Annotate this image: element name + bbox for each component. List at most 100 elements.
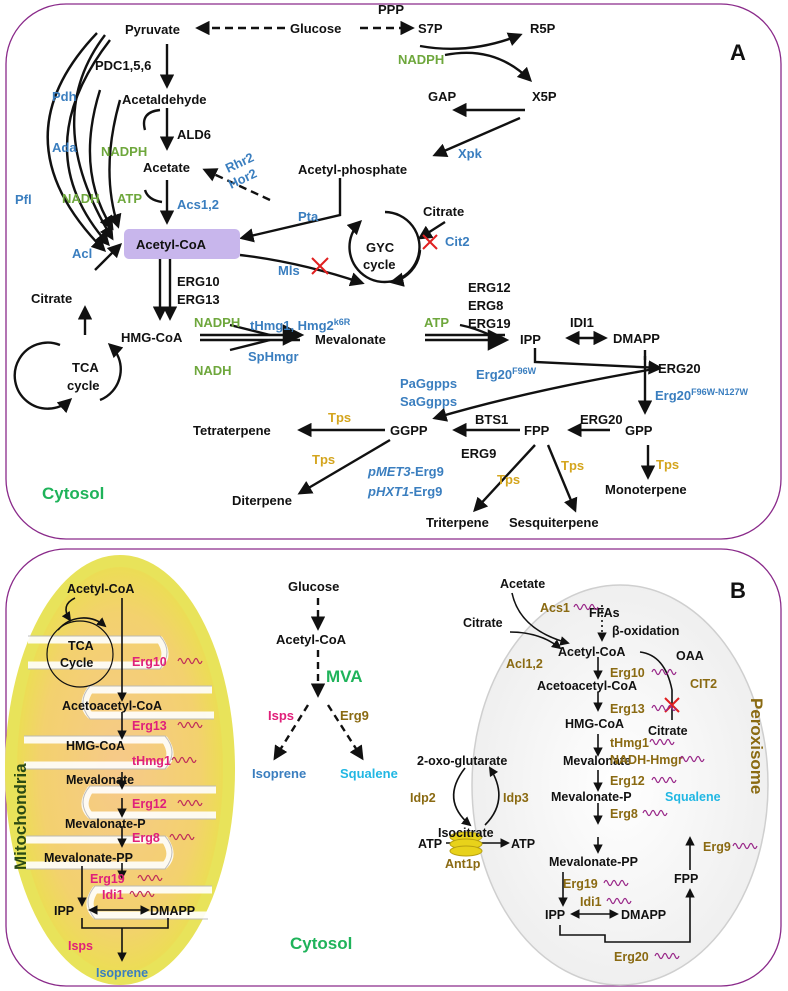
panel-a-metabolites: Pyruvate Glucose PPP S7P R5P GAP X5P Ace…: [31, 2, 687, 530]
mito-erg13: Erg13: [132, 719, 167, 733]
mito-mevalonate-pp: Mevalonate-PP: [44, 851, 133, 865]
node-hmg-coa: HMG-CoA: [121, 330, 183, 345]
perox-squalene: Squalene: [665, 790, 721, 804]
perox-thmg1: tHmg1: [610, 736, 649, 750]
mitochondrion: [5, 555, 235, 985]
enzyme-sphmgr: SpHmgr: [248, 349, 299, 364]
enzyme-thmg: tHmg1, Hmg2k6R: [250, 317, 351, 333]
perox-erg8: Erg8: [610, 807, 638, 821]
mito-acetyl-coa: Acetyl-CoA: [67, 582, 134, 596]
perox-idi1: Idi1: [580, 895, 602, 909]
node-tetraterpene: Tetraterpene: [193, 423, 271, 438]
tca-label-2: cycle: [67, 378, 100, 393]
node-acetyl-phosphate: Acetyl-phosphate: [298, 162, 407, 177]
perox-erg20: Erg20: [614, 950, 649, 964]
enzyme-xpk: Xpk: [458, 146, 483, 161]
perox-mevalonate: Mevalonate: [563, 754, 631, 768]
cyto-mva-arrows: [273, 598, 364, 761]
cyto-mva: MVA: [326, 667, 363, 686]
mito-erg12: Erg12: [132, 797, 167, 811]
node-acetyl-coa: Acetyl-CoA: [136, 237, 207, 252]
cyto-isps: Isps: [268, 708, 294, 723]
enzyme-cit2: Cit2: [445, 234, 470, 249]
mito-dmapp: DMAPP: [150, 904, 195, 918]
tps-tetraterpene: Tps: [328, 410, 351, 425]
perox-erg9: Erg9: [703, 840, 731, 854]
enzyme-acl: Acl: [72, 246, 92, 261]
perox-citrate-out: Citrate: [648, 724, 688, 738]
mito-idi1: Idi1: [102, 888, 124, 902]
cyto-glucose: Glucose: [288, 579, 339, 594]
cofactor-nadh-hmg: NADH: [194, 363, 232, 378]
perox-title: Peroxisome: [747, 698, 766, 794]
mito-erg8: Erg8: [132, 831, 160, 845]
perox-mevalonate-pp: Mevalonate-PP: [549, 855, 638, 869]
node-fpp: FPP: [524, 423, 550, 438]
perox-atp-right: ATP: [511, 837, 535, 851]
perox-erg10: Erg10: [610, 666, 645, 680]
mito-enzymes: Erg10 Erg13 tHmg1 Erg12 Erg8 Erg19 Idi1 …: [68, 655, 171, 953]
panel-a-enzymes-blue: Pdh Ada Pfl Xpk Rhr2 Hor2 Acs1,2 Pta Mls…: [15, 89, 748, 499]
perox-oaa: OAA: [676, 649, 704, 663]
panel-a-arrows: [13, 20, 663, 513]
perox-hmg-coa: HMG-CoA: [565, 717, 624, 731]
enzyme-saggpps: SaGgpps: [400, 394, 457, 409]
cyto-erg9: Erg9: [340, 708, 369, 723]
enzyme-erg20-top: ERG20: [658, 361, 701, 376]
perox-atp-left: ATP: [418, 837, 442, 851]
enzyme-erg10: ERG10: [177, 274, 220, 289]
mito-ipp: IPP: [54, 904, 74, 918]
perox-acetoacetyl-coa: Acetoacetyl-CoA: [537, 679, 637, 693]
cofactor-nadh-ada: NADH: [62, 191, 100, 206]
cofactor-nadph-hmg: NADPH: [194, 315, 240, 330]
panel-a-cytosol-label: Cytosol: [42, 484, 104, 503]
perox-nadh-hmgr: NADH-Hmgr: [610, 753, 683, 767]
perox-mevalonate-p: Mevalonate-P: [551, 790, 632, 804]
tps-diterpene: Tps: [312, 452, 335, 467]
enzyme-ald6: ALD6: [177, 127, 211, 142]
cyto-mva-labels: Glucose Acetyl-CoA MVA Isps Erg9 Isopren…: [252, 579, 398, 781]
node-glucose: Glucose: [290, 21, 341, 36]
inhibition-marks-a: [311, 234, 438, 275]
gyc-label-2: cycle: [363, 257, 396, 272]
tps-sesquiterpene: Tps: [561, 458, 584, 473]
node-mevalonate: Mevalonate: [315, 332, 386, 347]
mito-isoprene: Isoprene: [96, 966, 148, 980]
cyto-squalene: Squalene: [340, 766, 398, 781]
enzyme-pfl: Pfl: [15, 192, 32, 207]
perox-fpp: FPP: [674, 872, 698, 886]
tca-label-1: TCA: [72, 360, 99, 375]
enzyme-paggpps: PaGgpps: [400, 376, 457, 391]
perox-cit2: CIT2: [690, 677, 717, 691]
enzyme-erg9: ERG9: [461, 446, 496, 461]
perox-idp2: Idp2: [410, 791, 436, 805]
mito-mevalonate: Mevalonate: [66, 773, 134, 787]
mito-erg19: Erg19: [90, 872, 125, 886]
node-ggpp: GGPP: [390, 423, 428, 438]
perox-idp3: Idp3: [503, 791, 529, 805]
enzyme-erg12: ERG12: [468, 280, 511, 295]
mito-isps: Isps: [68, 939, 93, 953]
panel-a-cofactors: NADPH NADPH NADH ATP NADPH NADH ATP: [62, 52, 449, 378]
mito-title: Mitochondria: [11, 763, 30, 870]
enzyme-phxt1-erg9: pHXT1-Erg9: [367, 484, 442, 499]
panel-a-letter: A: [730, 40, 746, 65]
perox-ipp: IPP: [545, 908, 565, 922]
cofactor-atp-acs: ATP: [117, 191, 142, 206]
panel-a-border: [5, 3, 782, 540]
node-s7p: S7P: [418, 21, 443, 36]
enzyme-mls: Mls: [278, 263, 300, 278]
enzyme-bts1: BTS1: [475, 412, 508, 427]
acetyl-coa-box: [124, 229, 240, 259]
perox-erg12: Erg12: [610, 774, 645, 788]
node-diterpene: Diterpene: [232, 493, 292, 508]
node-triterpene: Triterpene: [426, 515, 489, 530]
enzyme-idi1: IDI1: [570, 315, 594, 330]
perox-citrate-in: Citrate: [463, 616, 503, 630]
enzyme-pdc: PDC1,5,6: [95, 58, 151, 73]
cyto-isoprene: Isoprene: [252, 766, 306, 781]
mito-thmg1: tHmg1: [132, 754, 171, 768]
mito-metabolites: Mitochondria Acetyl-CoA TCA Cycle Acetoa…: [11, 582, 195, 980]
tps-triterpene: Tps: [497, 472, 520, 487]
